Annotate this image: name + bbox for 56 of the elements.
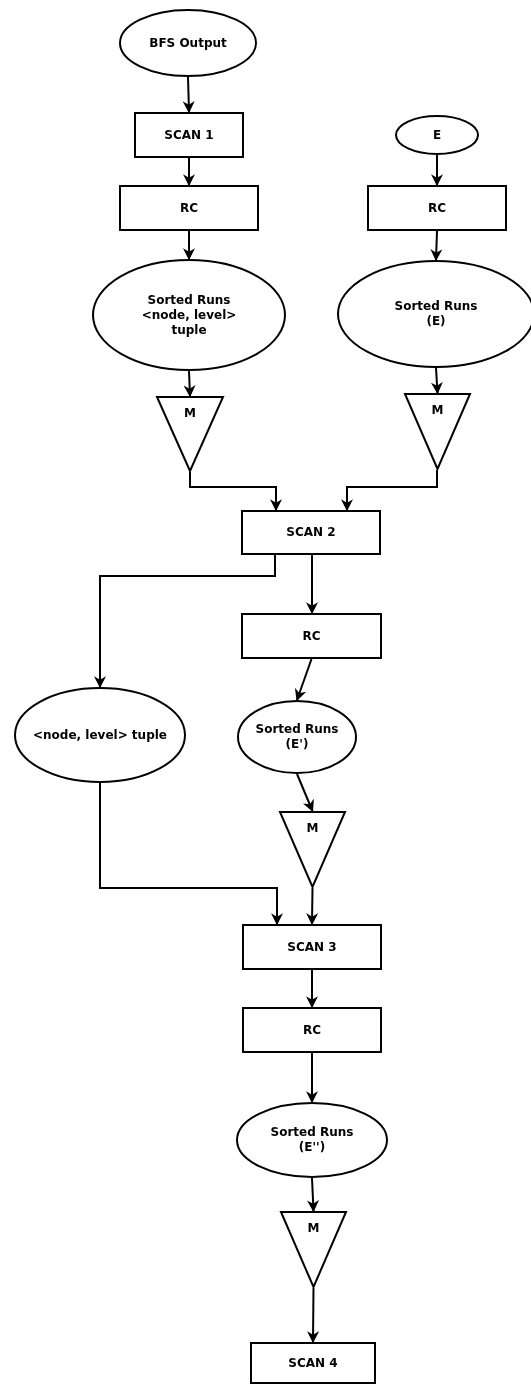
arrow [183, 230, 195, 261]
arrow [306, 554, 318, 615]
arrow [306, 969, 318, 1009]
arrow [431, 154, 443, 187]
process-box [250, 1342, 376, 1384]
node-label: Sorted Runs (E'') [269, 1125, 355, 1155]
node-label: E [431, 127, 443, 143]
node-label: M [430, 403, 445, 418]
arrow [189, 471, 282, 512]
merge-triangle [156, 396, 224, 472]
arrow [296, 773, 314, 813]
arrow [182, 76, 195, 114]
arrow [341, 469, 438, 512]
arrow [306, 1052, 318, 1104]
node-label: RC [178, 200, 199, 216]
process-box [241, 613, 382, 659]
arrow [430, 230, 443, 262]
arrow [307, 1287, 320, 1344]
process-box [119, 185, 259, 231]
node-label: SCAN 1 [163, 127, 215, 143]
arrow [430, 367, 443, 395]
node-label: RC [301, 1022, 322, 1038]
process-box [242, 924, 382, 970]
node-label: RC [301, 628, 322, 644]
node-label: Sorted Runs (E) [393, 299, 479, 329]
arrow [183, 157, 195, 187]
node-label: RC [426, 200, 447, 216]
node-label: M [183, 406, 197, 421]
node-label: SCAN 4 [287, 1355, 339, 1371]
process-box [242, 1007, 382, 1053]
ellipse-node [237, 700, 357, 774]
arrow [307, 1177, 319, 1213]
ellipse-node [119, 9, 257, 77]
arrow [99, 782, 283, 926]
merge-triangle [279, 811, 346, 888]
ellipse-node [395, 115, 479, 155]
merge-triangle [280, 1211, 347, 1288]
arrow [183, 370, 196, 398]
node-label: Sorted Runs (E') [254, 722, 340, 752]
ellipse-node [236, 1102, 388, 1178]
node-label: BFS Output [148, 35, 228, 51]
process-box [134, 112, 244, 158]
node-label: Sorted Runs <node, level> tuple [140, 292, 238, 338]
merge-triangle [404, 393, 471, 470]
node-label: <node, level> tuple [32, 727, 168, 743]
node-label: SCAN 3 [286, 939, 338, 955]
node-label: SCAN 2 [285, 525, 337, 540]
ellipse-node [92, 259, 286, 371]
node-label: M [306, 1221, 321, 1236]
arrow [306, 887, 319, 926]
node-label: M [305, 821, 320, 836]
process-box [241, 510, 381, 555]
arrow [294, 658, 313, 702]
ellipse-node [14, 687, 186, 783]
process-box [367, 185, 507, 231]
arrow [94, 554, 276, 689]
